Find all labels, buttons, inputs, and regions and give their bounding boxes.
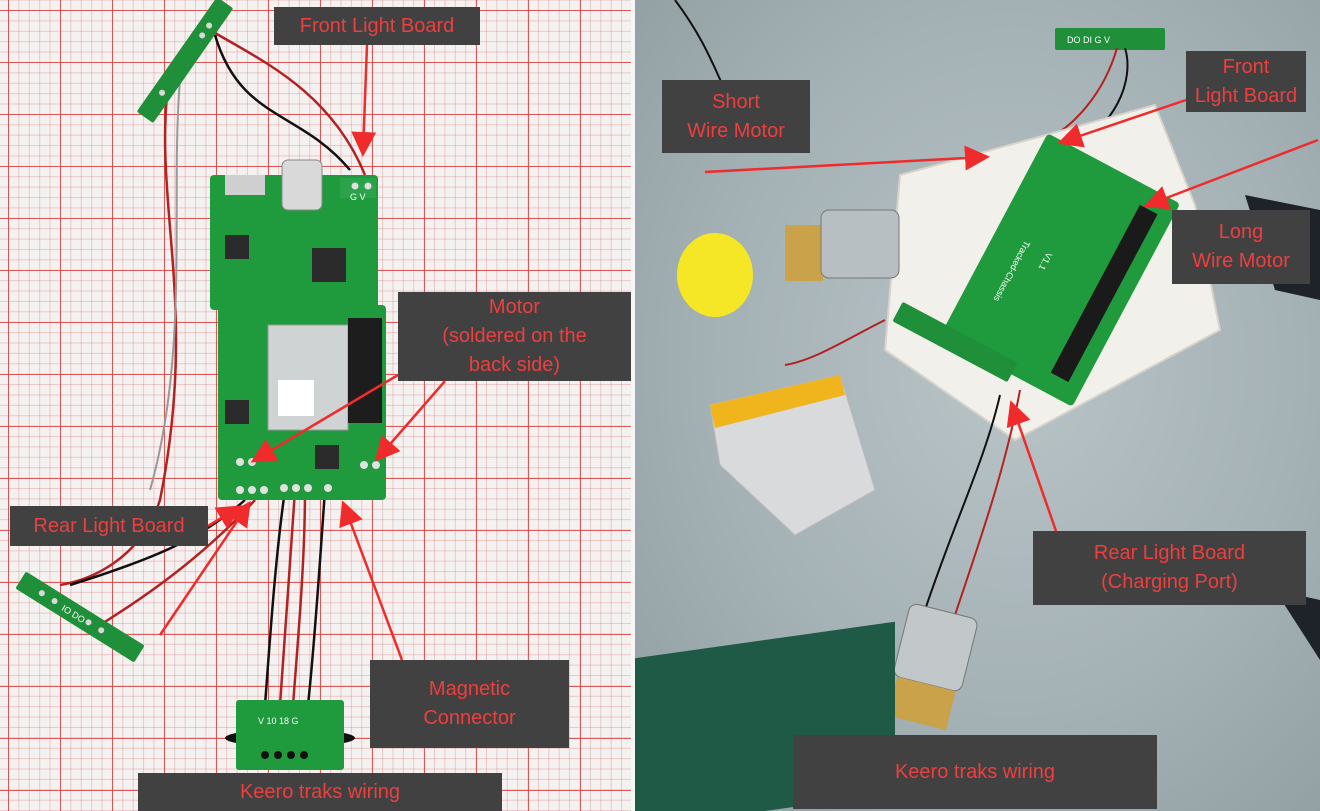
- red-wire: [209, 28, 367, 176]
- label-long-wire-motor-right: Long Wire Motor: [1172, 210, 1310, 284]
- label-front-light-board-right: Front Light Board: [1186, 51, 1306, 112]
- grey-wire: [149, 79, 181, 491]
- magnetic-connector-pcb: V 10 18 G: [225, 700, 355, 770]
- label-keero-wiring-left: Keero traks wiring: [138, 773, 502, 811]
- long-wire-motor: [887, 603, 978, 731]
- photo-divider: [631, 0, 635, 811]
- label-short-wire-motor-right: Short Wire Motor: [662, 80, 810, 153]
- black-wire: [306, 489, 327, 706]
- rear-light-board-pcb: IO DO: [16, 572, 144, 662]
- connector-pin-marks: V 10 18 G: [258, 716, 299, 726]
- main-pcb: G V: [210, 159, 386, 500]
- label-motor-left: Motor (soldered on the back side): [398, 292, 631, 381]
- front-light-board-pcb: [137, 0, 233, 123]
- short-wire-motor: [677, 209, 900, 317]
- red-wire: [59, 69, 178, 587]
- lipo-battery: [709, 374, 876, 536]
- front-board-pin-marks: DO DI G V: [1067, 35, 1110, 45]
- black-wire: [213, 34, 351, 171]
- tool: [1275, 590, 1320, 660]
- label-magnetic-connector-left: Magnetic Connector: [370, 660, 569, 748]
- front-pin-marks: G V: [350, 192, 366, 202]
- front-light-board-pcb: DO DI G V: [1055, 28, 1165, 50]
- black-wire: [263, 489, 287, 706]
- label-rear-light-board-right: Rear Light Board (Charging Port): [1033, 531, 1306, 605]
- main-pcb: Tracked-Chassis V1.1: [941, 134, 1179, 406]
- rear-light-board-pcb: [893, 302, 1017, 382]
- red-wire: [291, 489, 307, 706]
- red-wire: [278, 489, 297, 706]
- label-front-light-board-left: Front Light Board: [274, 7, 480, 45]
- label-keero-wiring-right: Keero traks wiring: [793, 735, 1157, 809]
- label-rear-light-board-left: Rear Light Board: [10, 506, 208, 546]
